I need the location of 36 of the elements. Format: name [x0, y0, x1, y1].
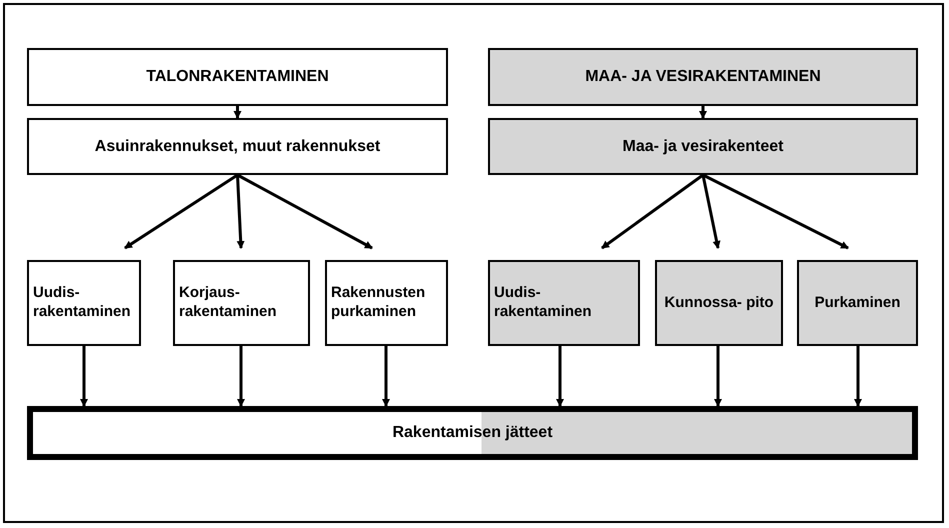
process-box — [488, 48, 918, 106]
process-box — [655, 260, 783, 346]
arrow — [556, 346, 564, 407]
arrow — [714, 346, 722, 407]
arrow — [234, 106, 242, 119]
arrow — [236, 174, 373, 250]
box-label: Rakentamisen jätteet — [392, 423, 553, 443]
box-label: MAA- JA VESIRAKENTAMINEN — [585, 67, 821, 87]
box-label: Maa- ja vesirakenteet — [622, 136, 784, 156]
box-label: Rakennusten purkaminen — [331, 284, 426, 322]
process-box — [27, 406, 918, 460]
arrow — [124, 174, 238, 250]
arrow — [382, 346, 390, 407]
box-label: TALONRAKENTAMINEN — [146, 67, 329, 87]
arrow — [702, 174, 849, 250]
box-label: Kunnossa- pito — [664, 294, 774, 312]
process-box — [173, 260, 310, 346]
process-box — [27, 118, 448, 175]
box-label: Uudis- rakentaminen — [494, 284, 593, 322]
process-box — [488, 260, 640, 346]
arrow — [80, 346, 88, 407]
box-label: Korjaus- rakentaminen — [179, 284, 278, 322]
box-label: Uudis- rakentaminen — [33, 284, 132, 322]
arrow — [854, 346, 862, 407]
process-box — [488, 118, 918, 175]
arrow — [601, 174, 704, 250]
arrow — [237, 346, 245, 407]
process-box — [325, 260, 448, 346]
process-box — [27, 48, 448, 106]
arrow — [699, 106, 707, 119]
process-box — [27, 260, 141, 346]
arrow — [236, 174, 245, 249]
box-label: Purkaminen — [814, 294, 900, 312]
process-box — [797, 260, 918, 346]
box-label: Asuinrakennukset, muut rakennukset — [94, 136, 380, 156]
arrow — [702, 174, 720, 249]
